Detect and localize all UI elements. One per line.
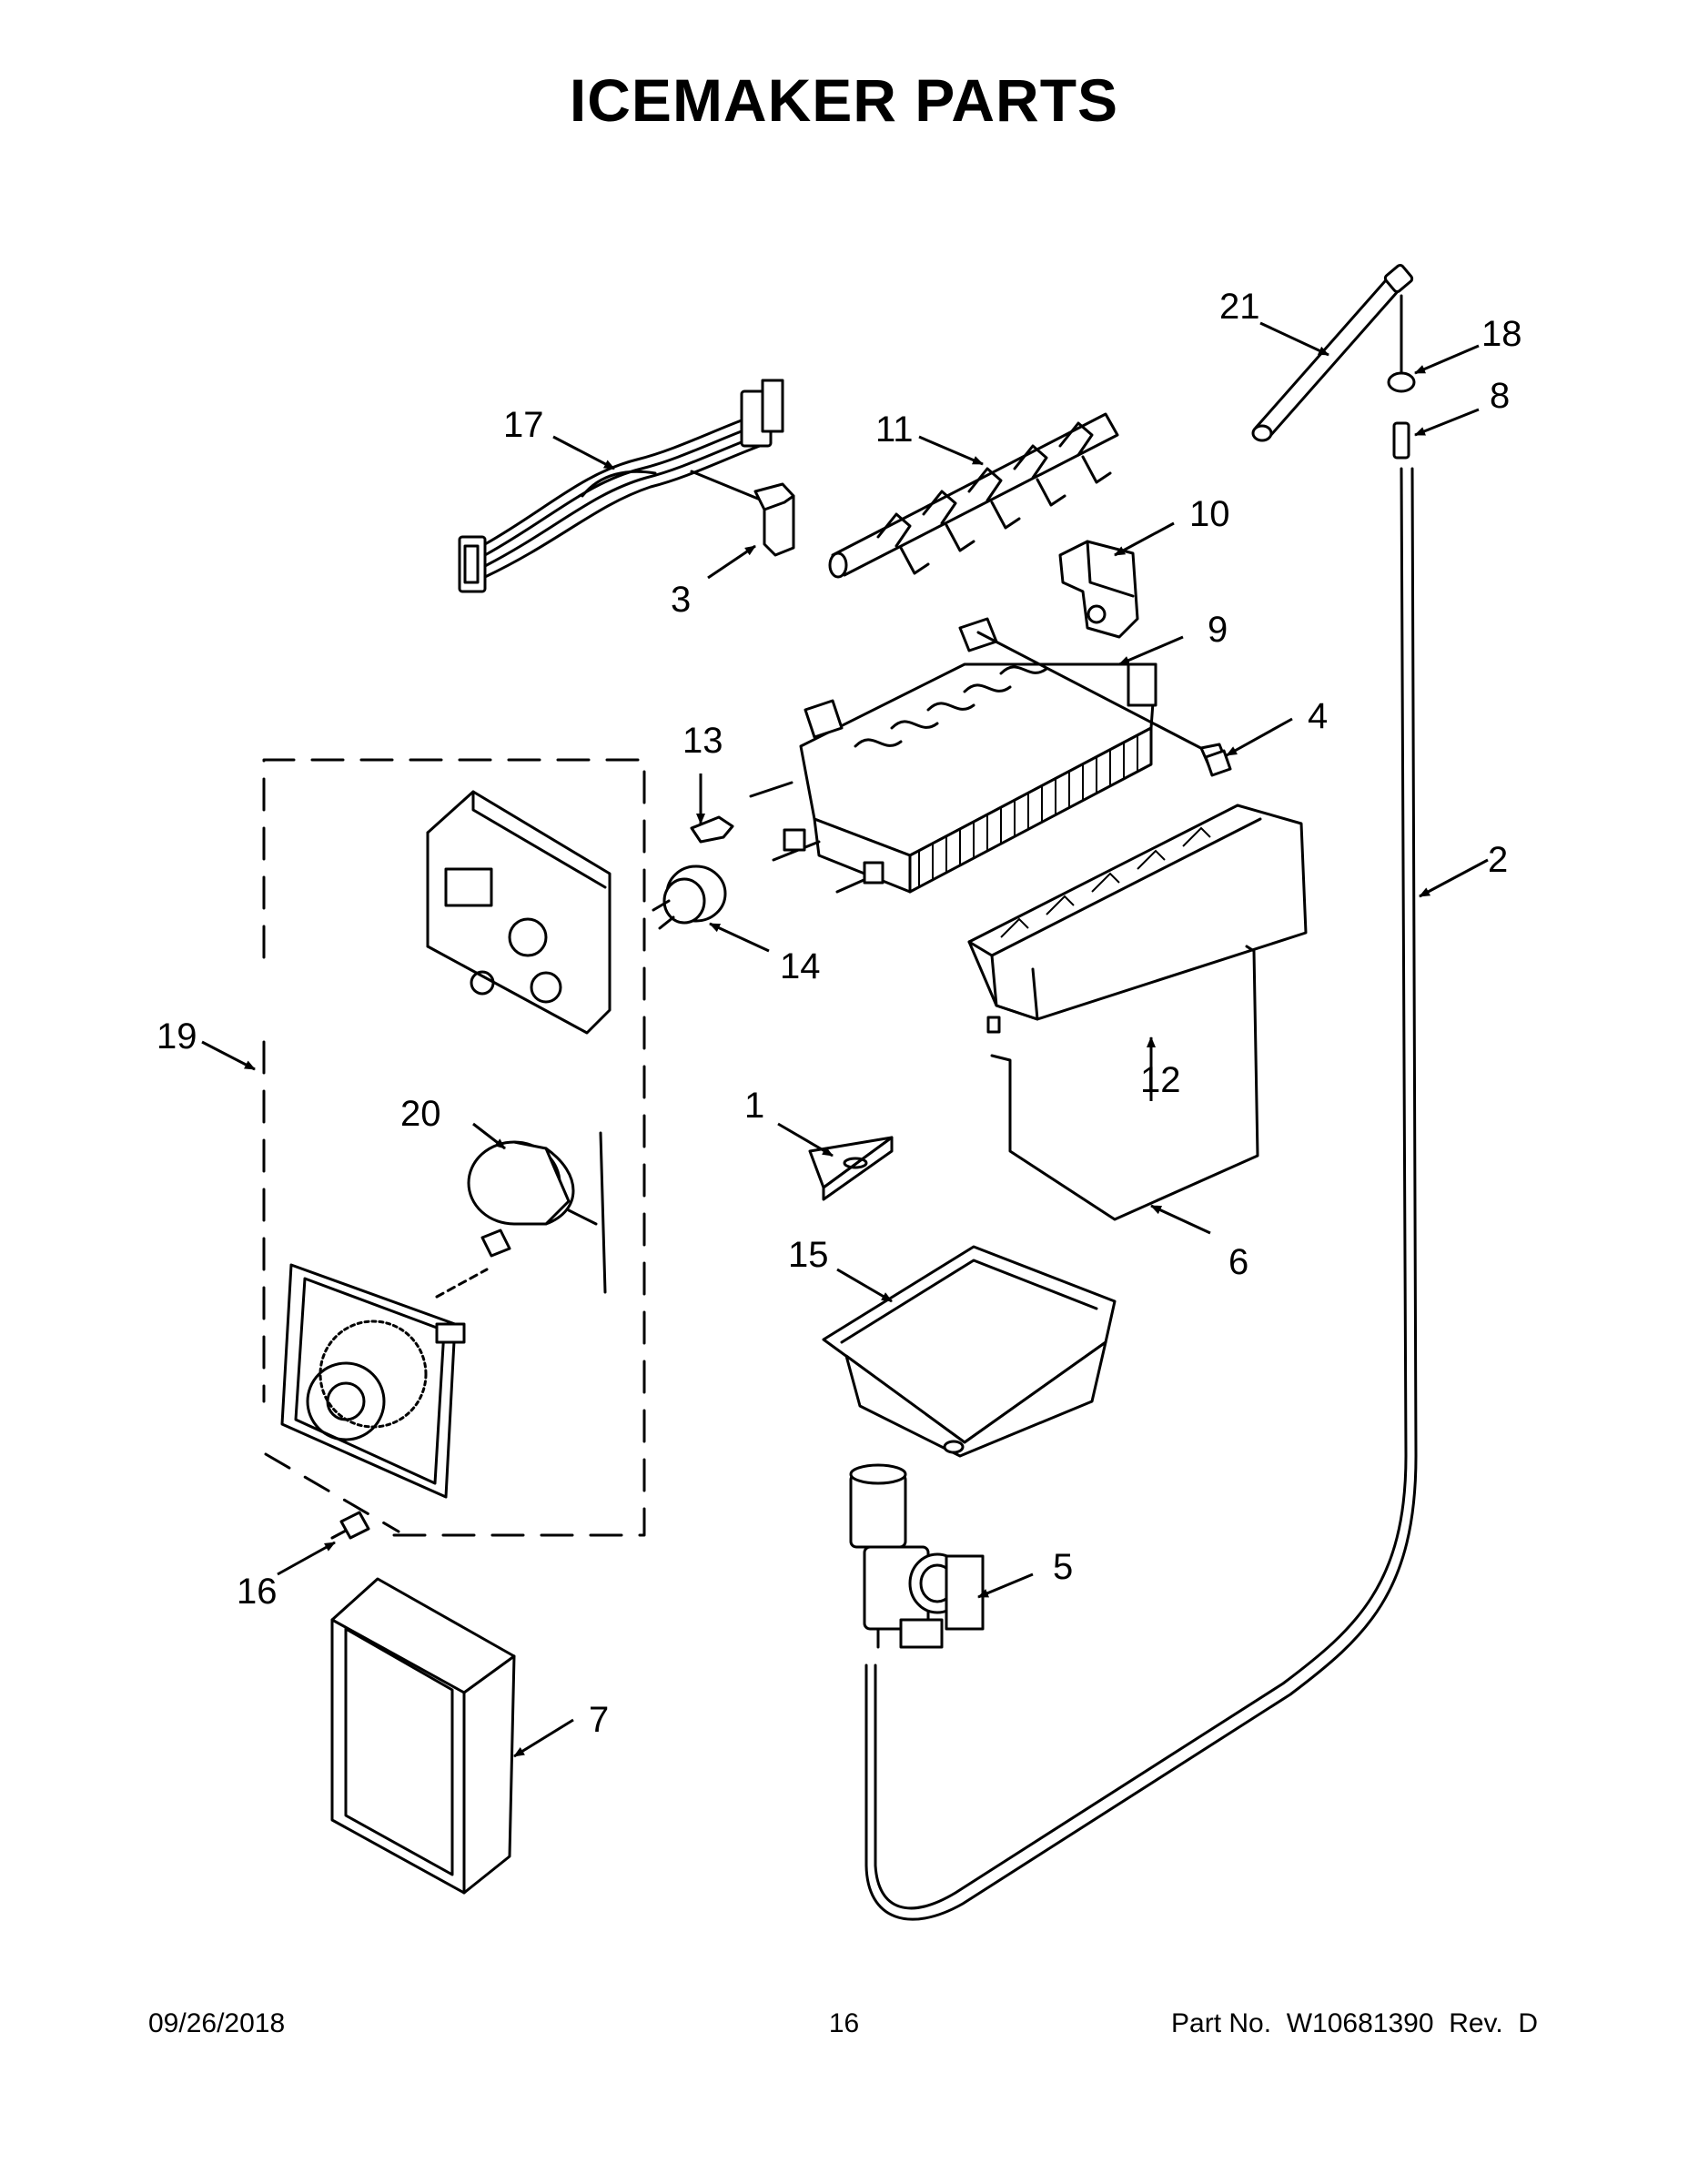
callout-1: 1 — [744, 1086, 764, 1126]
part-11-ejector — [828, 412, 1119, 579]
part-10-bracket — [1058, 540, 1139, 639]
motor-alignment-line — [435, 1268, 489, 1299]
callout-10: 10 — [1189, 494, 1230, 534]
part-16-screw — [330, 1511, 370, 1540]
part-5-water-valve — [849, 1463, 985, 1649]
assembly-19-boundary-diagonal — [264, 1452, 400, 1533]
footer-page-number: 16 — [828, 2008, 860, 2038]
assembly-19-boundary — [262, 758, 646, 1537]
footer-part-number: Part No. W10681390 Rev. D — [1171, 2008, 1538, 2038]
part-19-housing — [426, 790, 612, 1035]
callout-7: 7 — [589, 1700, 609, 1740]
callout-2: 2 — [1488, 840, 1508, 880]
callout-9: 9 — [1208, 610, 1228, 650]
part-15-ice-bin — [822, 1245, 1117, 1458]
callout-20: 20 — [400, 1094, 441, 1134]
part-4-screw — [1204, 749, 1232, 777]
part-21-fill-tube — [1251, 263, 1414, 442]
callout-11: 11 — [875, 410, 914, 450]
callout-14: 14 — [780, 946, 821, 986]
leader-lines — [201, 321, 1489, 1758]
callout-19: 19 — [157, 1016, 197, 1057]
part-17-wire-harness — [458, 379, 784, 593]
callout-6: 6 — [1228, 1242, 1248, 1282]
callout-4: 4 — [1308, 696, 1328, 736]
part-3-clip — [753, 482, 795, 557]
part-19-front-plate — [280, 1263, 466, 1499]
callout-18: 18 — [1481, 314, 1522, 354]
callout-5: 5 — [1053, 1547, 1073, 1587]
callout-16: 16 — [237, 1572, 278, 1612]
part-14-thermostat — [652, 864, 727, 930]
part-12-cover — [967, 804, 1308, 1034]
part-1-shield — [808, 1136, 894, 1201]
callout-labels: 17 3 11 10 9 4 13 14 12 1 6 15 5 2 18 8 … — [157, 287, 1522, 1740]
callout-8: 8 — [1490, 376, 1510, 416]
callout-15: 15 — [788, 1235, 829, 1275]
callout-3: 3 — [671, 580, 691, 620]
callout-12: 12 — [1140, 1060, 1181, 1100]
part-20-motor — [467, 1131, 607, 1294]
part-7-cover-panel — [330, 1577, 516, 1895]
callout-13: 13 — [682, 721, 723, 761]
part-13-clip — [690, 815, 734, 844]
callout-17: 17 — [503, 405, 544, 445]
page-title: ICEMAKER PARTS — [569, 66, 1119, 134]
footer-date: 09/26/2018 — [148, 2008, 286, 2038]
part-18-clamp — [1387, 294, 1416, 393]
part-6-wire — [990, 945, 1259, 1221]
callout-21: 21 — [1219, 287, 1260, 327]
part-8-connector — [1392, 421, 1410, 460]
part-9-icemaker-mold — [749, 617, 1228, 894]
part-2-water-tube — [864, 467, 1418, 1921]
